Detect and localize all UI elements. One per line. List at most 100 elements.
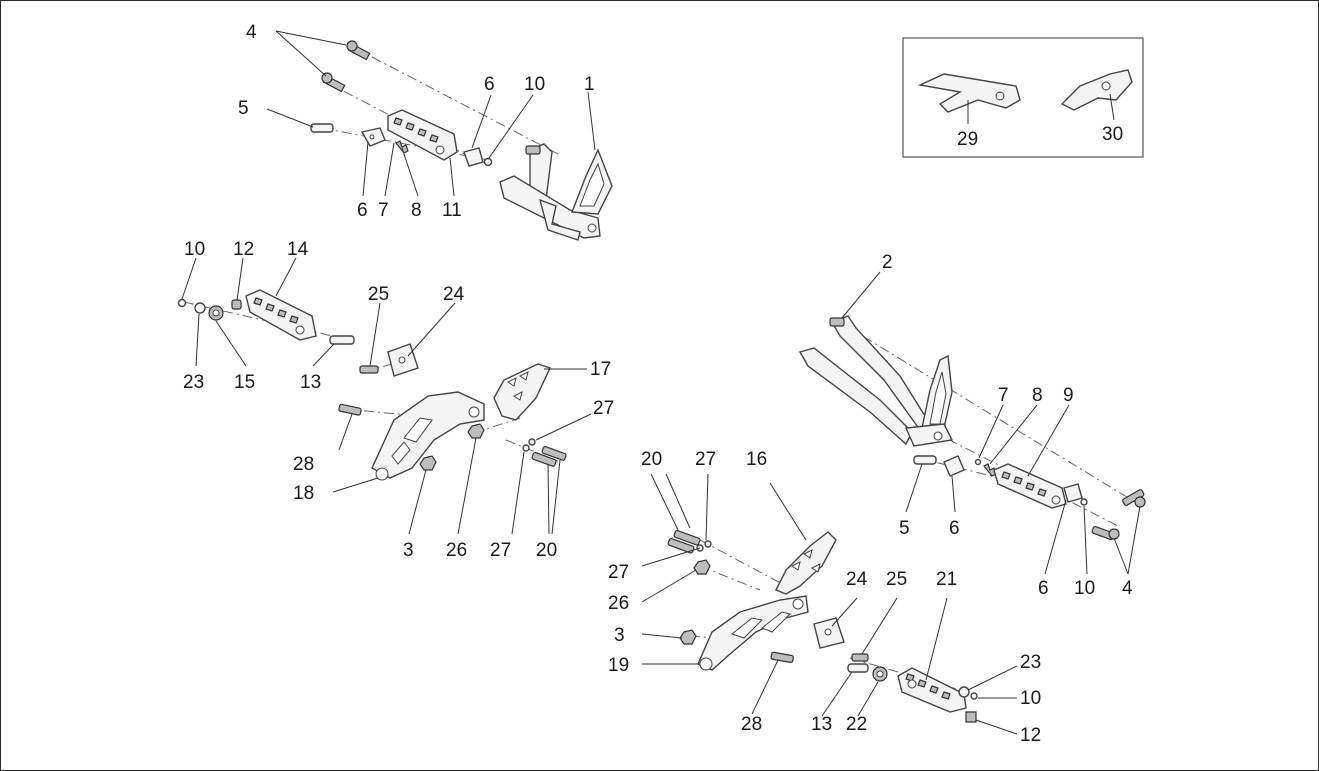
callout-label: 10 <box>1020 688 1041 709</box>
bolt-part <box>673 529 701 546</box>
footrest-holder-part <box>371 391 485 481</box>
nut-part <box>467 423 485 439</box>
callout-label: 20 <box>536 540 557 561</box>
callout-label: 5 <box>899 518 910 539</box>
callout-label: 10 <box>184 239 205 260</box>
bracket-part-30 <box>1060 69 1133 111</box>
plate-part <box>943 455 965 477</box>
callout-label: 9 <box>1063 385 1074 406</box>
ring-part <box>970 692 978 700</box>
callout-label: 22 <box>846 714 867 735</box>
callout-label: 5 <box>238 98 249 119</box>
callout-label: 27 <box>608 562 629 583</box>
ring-part <box>1080 498 1088 506</box>
footrest-holder-part <box>697 595 809 671</box>
spring-part <box>983 463 997 477</box>
plate-part <box>1063 483 1083 503</box>
callout-label: 6 <box>949 518 960 539</box>
callout-label: 14 <box>287 239 309 260</box>
callout-label: 27 <box>593 398 614 419</box>
bolt-part <box>541 445 567 461</box>
washer-part <box>194 302 206 314</box>
washer-part <box>958 686 970 698</box>
plate-part <box>463 147 484 167</box>
callout-label: 13 <box>811 714 832 735</box>
ring-part <box>974 458 982 466</box>
callout-label: 15 <box>234 372 255 393</box>
footrest-bracket-part <box>499 143 613 241</box>
callout-label: 10 <box>524 74 545 95</box>
callout-label: 17 <box>590 359 611 380</box>
top-left-footrest-assembly <box>266 30 613 241</box>
callout-label: 21 <box>936 569 957 590</box>
nut-part <box>679 629 697 645</box>
pin-part <box>329 335 355 345</box>
callout-label: 26 <box>446 540 467 561</box>
callout-label: 12 <box>233 239 254 260</box>
callout-label: 4 <box>1122 578 1133 599</box>
callout-label: 16 <box>746 449 767 470</box>
callout-label: 19 <box>608 655 629 676</box>
footrest-bracket-part <box>798 315 954 447</box>
nut-part <box>693 559 711 575</box>
ring-part <box>177 298 187 308</box>
bolt-part <box>321 40 371 93</box>
pin-part <box>310 123 334 133</box>
bolt-part <box>770 651 794 663</box>
callout-labels: 4 5 6 10 1 6 7 8 11 10 12 14 23 15 13 25… <box>183 22 1133 746</box>
bracket-part-29 <box>917 73 1021 113</box>
callout-label: 27 <box>490 540 511 561</box>
callout-label: 23 <box>1020 652 1041 673</box>
bottom-middle-footrest-assembly <box>641 473 1018 735</box>
middle-left-footrest-assembly <box>177 257 592 535</box>
callout-label: 25 <box>886 569 907 590</box>
callout-label: 24 <box>846 569 868 590</box>
callout-label: 28 <box>293 454 314 475</box>
callout-label: 26 <box>608 593 629 614</box>
callout-label: 13 <box>300 372 321 393</box>
spring-part <box>395 140 409 154</box>
callout-label: 8 <box>1032 385 1043 406</box>
callout-label: 7 <box>998 385 1009 406</box>
right-footrest-assembly <box>798 271 1146 575</box>
heel-guard-part <box>775 531 837 595</box>
pin-part <box>913 455 937 465</box>
callout-label: 1 <box>584 74 595 95</box>
callout-label: 23 <box>183 372 204 393</box>
callout-label: 2 <box>882 252 893 273</box>
callout-label: 27 <box>695 449 716 470</box>
screw-part <box>359 365 379 374</box>
pin-part <box>847 663 869 673</box>
callout-label: 3 <box>403 540 414 561</box>
callout-label: 29 <box>957 129 978 150</box>
bush-part <box>231 299 242 310</box>
callout-label: 12 <box>1020 725 1041 746</box>
washer-part <box>522 444 530 452</box>
callout-label: 28 <box>741 714 762 735</box>
callout-label: 6 <box>1038 578 1049 599</box>
callout-label: 3 <box>614 625 625 646</box>
ring-part <box>483 157 493 167</box>
callout-label: 18 <box>293 483 314 504</box>
screw-part <box>851 653 869 662</box>
bolt-part <box>338 403 362 416</box>
nut-part <box>419 455 437 471</box>
bolt-part <box>531 451 557 467</box>
callout-label: 25 <box>368 284 389 305</box>
callout-label: 4 <box>246 22 257 43</box>
callout-label: 30 <box>1102 124 1123 145</box>
washer-part <box>704 540 712 548</box>
bush-part <box>965 711 977 723</box>
callout-label: 7 <box>378 200 389 221</box>
callout-label: 6 <box>357 200 368 221</box>
callout-label: 6 <box>484 74 495 95</box>
callout-label: 11 <box>442 200 462 221</box>
inset-box <box>902 37 1144 158</box>
callout-label: 8 <box>411 200 422 221</box>
callout-label: 10 <box>1074 578 1095 599</box>
callout-label: 24 <box>443 284 465 305</box>
washer-part <box>528 438 536 446</box>
callout-label: 20 <box>641 449 662 470</box>
